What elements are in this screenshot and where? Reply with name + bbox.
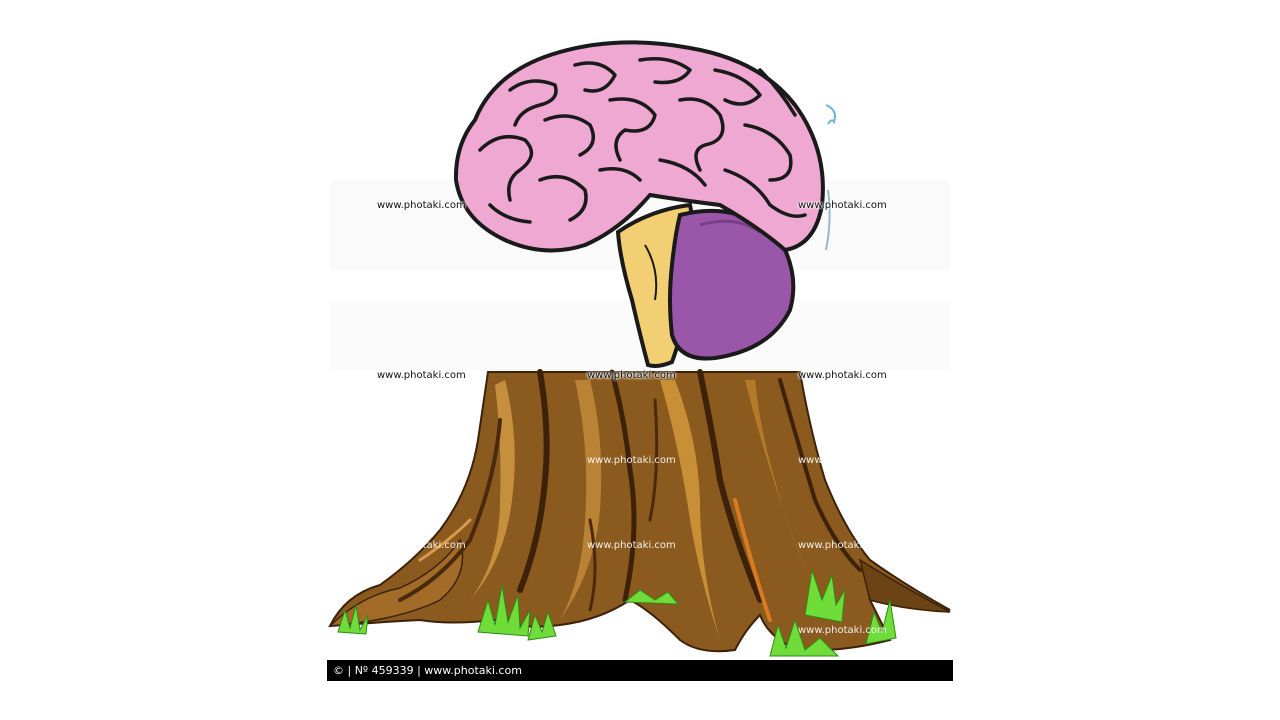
watermark-text: www.photaki.com (798, 370, 887, 381)
watermark-text: www.photaki.com (798, 200, 887, 211)
watermark-text: www.photaki.com (377, 540, 466, 551)
watermark-text: www.photaki.com (798, 625, 887, 636)
watermark-text: www.photaki.com (587, 540, 676, 551)
credit-bar: © | Nº 459339 | www.photaki.com (327, 660, 953, 681)
watermark-text: www.photaki.com (377, 200, 466, 211)
grass-icon (337, 569, 897, 657)
watermark-text: www.photaki.com (798, 455, 887, 466)
watermark-text: www.photaki.com (377, 625, 466, 636)
brain-icon (453, 40, 836, 368)
watermark-text: www.photaki.com (377, 370, 466, 381)
watermark-text: www.photaki.com (798, 540, 887, 551)
tree-stump-icon (328, 369, 951, 653)
watermark-text: www.photaki.com (587, 455, 676, 466)
watermark-text: www.photaki.com (587, 370, 676, 381)
